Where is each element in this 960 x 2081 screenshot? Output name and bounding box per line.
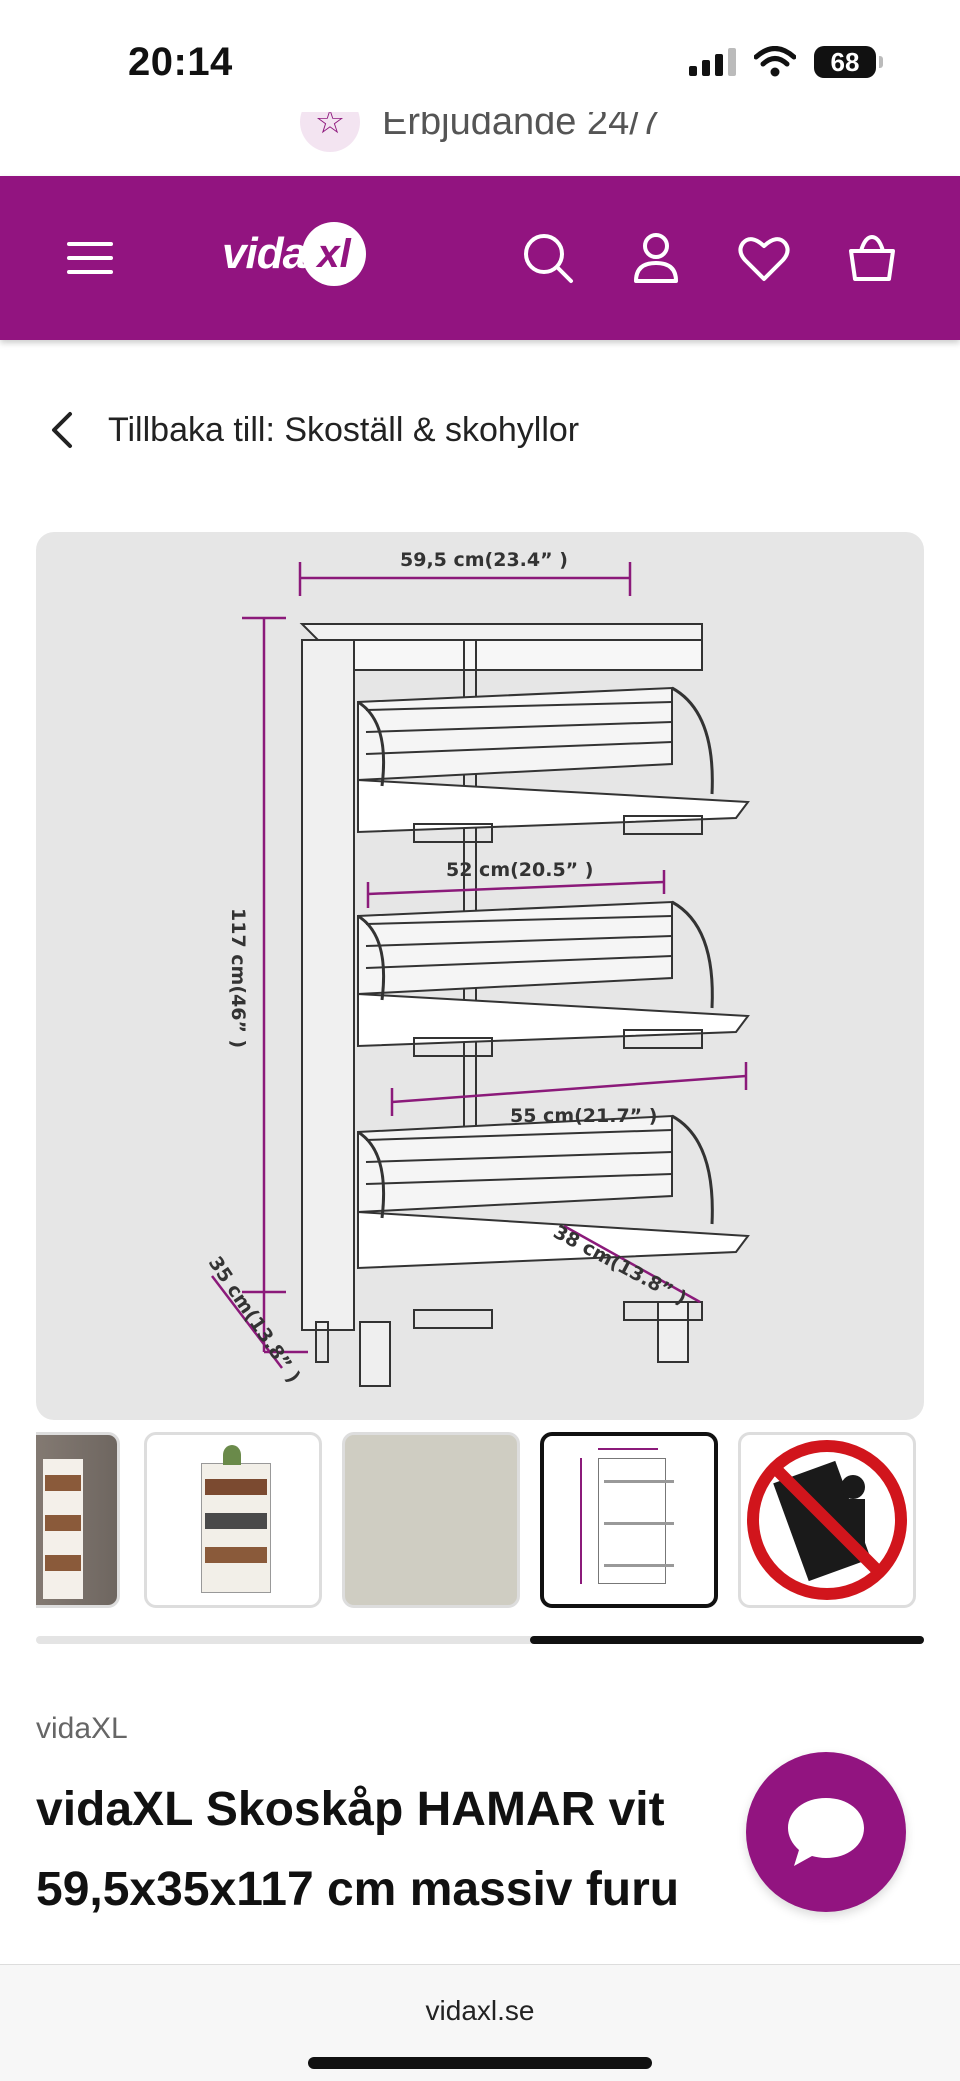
dimension-drawing: 59,5 cm(23.4” ) 52 cm(20.5” ) 55 cm(21.7… [204,549,750,1387]
dim-depth: 35 cm(13.8” ) [204,1252,305,1387]
menu-icon[interactable] [60,228,120,288]
thumbnail-cabinet-shoes[interactable] [144,1432,322,1608]
home-indicator[interactable] [308,2057,652,2069]
thumbnail-dimensions[interactable] [540,1432,718,1608]
heart-icon[interactable] [734,228,794,288]
chat-button[interactable] [746,1752,906,1912]
promo-strip[interactable]: ☆ Erbjudande 24/7 [0,112,960,176]
thumbnail-tip-over-warning[interactable] [738,1432,916,1608]
star-icon: ☆ [300,112,360,152]
status-icons: 68 [689,46,883,78]
chat-bubble-icon [788,1798,864,1866]
dim-shelf-width: 55 cm(21.7” ) [510,1105,657,1127]
url-text[interactable]: vidaxl.se [425,1995,535,2026]
logo-badge: xl [302,222,367,286]
vidaxl-logo[interactable]: vida xl [222,222,367,286]
gallery-scrollbar[interactable] [36,1636,924,1644]
no-tipping-icon [747,1440,907,1600]
cart-icon[interactable] [842,228,902,288]
logo-text: vida [222,229,307,278]
thumbnail-room-photo[interactable] [36,1432,120,1608]
wifi-icon [754,46,796,77]
status-bar: 20:14 68 [0,0,960,120]
search-icon[interactable] [518,228,578,288]
site-header: vida xl [0,176,960,340]
product-title: vidaXL Skoskåp HAMAR vit 59,5x35x117 cm … [36,1783,680,1916]
chevron-left-icon [52,412,72,448]
status-time: 20:14 [128,40,233,84]
dim-height: 117 cm(46” ) [227,908,249,1048]
promo-text: Erbjudande 24/7 [382,112,661,143]
browser-bar: vidaxl.se [0,1964,960,2081]
dim-inner-width: 52 cm(20.5” ) [446,859,593,881]
back-link-label: Tillbaka till: Skoställ & skohyllor [108,410,580,449]
product-main-image[interactable]: 59,5 cm(23.4” ) 52 cm(20.5” ) 55 cm(21.7… [36,532,924,1420]
product-brand[interactable]: vidaXL [36,1712,128,1745]
gallery-scrollbar-thumb[interactable] [530,1636,924,1644]
account-icon[interactable] [626,228,686,288]
battery-icon: 68 [814,46,883,78]
back-link[interactable]: Tillbaka till: Skoställ & skohyllor [50,400,579,460]
thumbnail-gallery[interactable] [36,1430,924,1610]
cellular-signal-icon [689,48,736,76]
dim-width-top: 59,5 cm(23.4” ) [400,549,568,571]
thumbnail-wood-texture[interactable] [342,1432,520,1608]
